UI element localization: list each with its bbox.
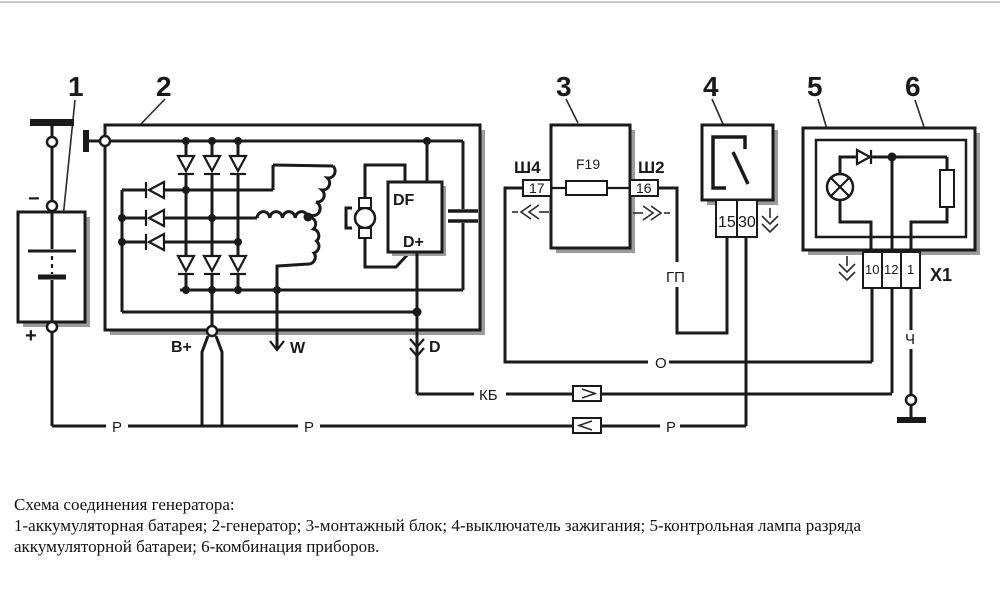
leader-1 xyxy=(62,99,76,219)
diode-neg-2 xyxy=(202,154,222,174)
wire-gp-lower xyxy=(675,237,729,335)
label-6: 6 xyxy=(905,71,921,102)
p-connector-chevron xyxy=(576,420,593,431)
generator-bplus-terminal xyxy=(205,324,219,338)
star-point xyxy=(303,212,313,222)
sh2-chevrons xyxy=(633,205,670,221)
switch-contact-hook xyxy=(711,135,747,190)
fuse-label: F19 xyxy=(576,156,600,172)
x1-connector-label: X1 xyxy=(930,265,952,285)
rotor-circle xyxy=(353,206,377,230)
battery-minus-node xyxy=(45,135,59,149)
page-top-border xyxy=(0,1,1000,3)
d-output-arrow-1 xyxy=(409,338,425,349)
cluster-diode xyxy=(855,148,873,166)
regulator-df-label: DF xyxy=(393,192,415,209)
battery-ground-bar xyxy=(30,119,74,126)
pin-17-label: 17 xyxy=(529,180,545,196)
terminal-w-label: W xyxy=(290,340,306,357)
sh4-label: Ш4 xyxy=(514,158,541,177)
wire-gp-label: ГП xyxy=(666,269,685,286)
field-diodes xyxy=(118,180,273,312)
brush-top xyxy=(358,197,372,209)
x1-pin-12-label: 12 xyxy=(884,262,898,277)
wire-p-label-3: Р xyxy=(666,419,676,436)
leader-3 xyxy=(565,98,579,124)
harness-wires: О ГП КБ Р Р Р xyxy=(52,186,892,436)
diode-pos-2 xyxy=(202,254,222,274)
rotor xyxy=(344,163,412,269)
fuse-f19 xyxy=(565,180,608,196)
diode-neg-3 xyxy=(228,154,248,174)
x1-pin-1-label: 1 xyxy=(907,262,914,277)
mounting-block: F19 17 16 Ш4 Ш2 xyxy=(512,123,670,253)
wire-gp-upper xyxy=(658,186,679,262)
ignition-switch: 15 30 xyxy=(700,123,779,238)
pin-16-label: 16 xyxy=(636,180,652,196)
label-3: 3 xyxy=(556,71,572,102)
sh4-chevrons xyxy=(512,204,549,220)
cluster-ground-bar xyxy=(897,417,926,423)
cluster-ground-node xyxy=(904,393,918,407)
stator-coil-a xyxy=(306,164,337,219)
wire-ch-label: Ч xyxy=(905,331,915,348)
leader-4 xyxy=(711,98,724,125)
label-1: 1 xyxy=(68,71,84,102)
pin-30-label: 30 xyxy=(738,214,756,231)
switch-harness-chevrons xyxy=(761,208,779,234)
generator-ground-bar xyxy=(83,130,89,152)
wire-o-label: О xyxy=(655,355,667,372)
battery-plus-terminal xyxy=(45,320,59,334)
figure-caption: Схема соединения генератора: 1-аккумулят… xyxy=(14,494,974,557)
diode-neg-1 xyxy=(176,154,196,174)
x1-pin-10-label: 10 xyxy=(865,262,879,277)
generator-ground-node xyxy=(98,134,112,148)
caption-line-1: Схема соединения генератора: xyxy=(14,495,235,514)
generator: DF D+ В+ W D xyxy=(83,123,485,426)
caption-line-3: аккумуляторной батареи; 6-комбинация при… xyxy=(14,537,380,556)
caption-line-2: 1-аккумуляторная батарея; 2-генератор; 3… xyxy=(14,516,862,535)
wire-p-label-2: Р xyxy=(304,419,314,436)
leader-6 xyxy=(914,99,925,128)
pin-15-label: 15 xyxy=(718,214,736,231)
brush-bottom xyxy=(358,227,372,239)
cluster-harness-chevrons xyxy=(838,256,856,282)
wire-o-left xyxy=(503,186,648,364)
regulator-dplus-label: D+ xyxy=(403,234,424,251)
label-4: 4 xyxy=(703,71,719,102)
voltage-regulator: DF D+ xyxy=(386,141,446,330)
label-5: 5 xyxy=(807,71,823,102)
w-output-arrow xyxy=(269,340,285,352)
regulator-box xyxy=(386,180,444,254)
sh2-label: Ш2 xyxy=(638,158,665,177)
battery-minus-terminal xyxy=(45,199,59,213)
cluster-resistor xyxy=(939,169,955,208)
battery-minus-sign: − xyxy=(28,188,40,210)
stator-coil-b xyxy=(255,210,310,219)
diode-pos-1 xyxy=(176,254,196,274)
diode-field-1 xyxy=(146,180,166,200)
rotor-pole-bracket xyxy=(344,206,352,230)
wire-kb-label: КБ xyxy=(479,387,498,404)
diode-field-2 xyxy=(146,208,166,228)
wire-p-label-1: Р xyxy=(112,419,122,436)
d-output-arrow-2 xyxy=(409,347,425,358)
switch-blade xyxy=(731,151,750,185)
battery: − + xyxy=(16,119,90,426)
diode-pos-3 xyxy=(228,254,248,274)
terminal-d-label: D xyxy=(429,339,441,356)
battery-plus-sign: + xyxy=(25,325,37,347)
kb-connector-chevron xyxy=(581,388,598,399)
diode-field-3 xyxy=(146,232,166,252)
leader-2 xyxy=(140,98,166,125)
terminal-bplus-label: В+ xyxy=(171,339,192,356)
label-2: 2 xyxy=(156,71,172,102)
stator-coil-c xyxy=(275,215,321,290)
stator-winding xyxy=(255,163,337,290)
instrument-cluster: 10 12 1 X1 Ч xyxy=(801,126,980,423)
